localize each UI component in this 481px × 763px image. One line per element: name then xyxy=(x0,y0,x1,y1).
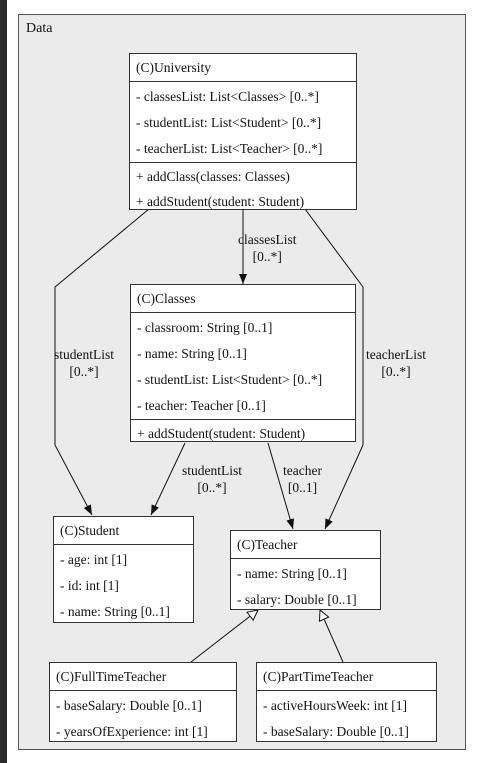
edge-multiplicity: [0..*] xyxy=(381,364,411,379)
class-student[interactable]: (C)Student - age: int [1] - id: int [1] … xyxy=(53,516,194,623)
edge-role: classesList xyxy=(238,232,297,247)
class-student-attr: - id: int [1] xyxy=(60,578,119,593)
edge-fulltime-teacher-generalization xyxy=(190,610,258,663)
class-university-op: + addClass(classes: Classes) xyxy=(136,169,290,184)
class-classes-attr: - classroom: String [0..1] xyxy=(137,320,273,335)
class-university-op: + addStudent(student: Student) xyxy=(136,194,305,209)
edge-multiplicity: [0..*] xyxy=(69,364,99,379)
edge-multiplicity: [0..*] xyxy=(252,249,282,264)
class-teacher-name: (C)Teacher xyxy=(231,531,380,559)
class-university[interactable]: (C)University - classesList: List<Classe… xyxy=(129,53,357,210)
edge-classes-student xyxy=(150,442,186,516)
class-teacher-attr: - salary: Double [0..1] xyxy=(237,592,357,607)
class-student-attr: - age: int [1] xyxy=(60,552,128,567)
edge-role: teacher xyxy=(283,463,322,478)
edge-role: studentList xyxy=(182,463,242,478)
class-classes[interactable]: (C)Classes - classroom: String [0..1] - … xyxy=(130,284,356,442)
class-fulltimeteacher-attr: - baseSalary: Double [0..1] xyxy=(56,698,202,713)
class-fulltimeteacher-name: (C)FullTimeTeacher xyxy=(50,663,236,691)
class-university-name: (C)University xyxy=(130,54,356,82)
edge-classes-teacher xyxy=(267,442,295,530)
class-teacher-attr: - name: String [0..1] xyxy=(237,566,347,581)
package-label: Data xyxy=(26,21,53,36)
class-university-attr: - teacherList: List<Teacher> [0..*] xyxy=(136,141,323,156)
class-parttimeteacher-attr: - baseSalary: Double [0..1] xyxy=(263,724,409,739)
class-parttimeteacher-name: (C)PartTimeTeacher xyxy=(257,663,436,691)
class-teacher[interactable]: (C)Teacher - name: String [0..1] - salar… xyxy=(230,530,381,610)
class-student-attr: - name: String [0..1] xyxy=(60,604,170,619)
class-classes-attr: - studentList: List<Student> [0..*] xyxy=(137,372,323,387)
edge-label-uni-student: studentList [0..*] xyxy=(54,346,114,380)
class-parttimeteacher[interactable]: (C)PartTimeTeacher - activeHoursWeek: in… xyxy=(256,662,437,742)
edge-label-uni-teacher: teacherList [0..*] xyxy=(366,346,426,380)
class-university-attr: - classesList: List<Classes> [0..*] xyxy=(136,89,319,104)
class-classes-attr: - name: String [0..1] xyxy=(137,346,247,361)
edge-multiplicity: [0..*] xyxy=(197,480,227,495)
edge-label-classes-student: studentList [0..*] xyxy=(182,462,242,496)
edge-parttime-teacher-generalization xyxy=(320,610,344,663)
edge-university-teacher xyxy=(304,208,364,530)
class-parttimeteacher-attr: - activeHoursWeek: int [1] xyxy=(263,698,407,713)
class-classes-op: + addStudent(student: Student) xyxy=(137,426,306,441)
class-student-name: (C)Student xyxy=(54,517,193,545)
edge-role: studentList xyxy=(54,347,114,362)
class-fulltimeteacher-attr: - yearsOfExperience: int [1] xyxy=(56,724,208,739)
class-classes-attr: - teacher: Teacher [0..1] xyxy=(137,398,266,413)
class-university-attr: - studentList: List<Student> [0..*] xyxy=(136,115,322,130)
edge-label-classes-teacher: teacher [0..1] xyxy=(283,462,322,496)
edge-role: teacherList xyxy=(366,347,426,362)
edge-multiplicity: [0..1] xyxy=(287,480,318,495)
edge-label-uni-classes: classesList [0..*] xyxy=(238,231,297,265)
class-fulltimeteacher[interactable]: (C)FullTimeTeacher - baseSalary: Double … xyxy=(49,662,237,742)
class-classes-name: (C)Classes xyxy=(131,285,355,313)
edge-university-student xyxy=(54,208,150,516)
